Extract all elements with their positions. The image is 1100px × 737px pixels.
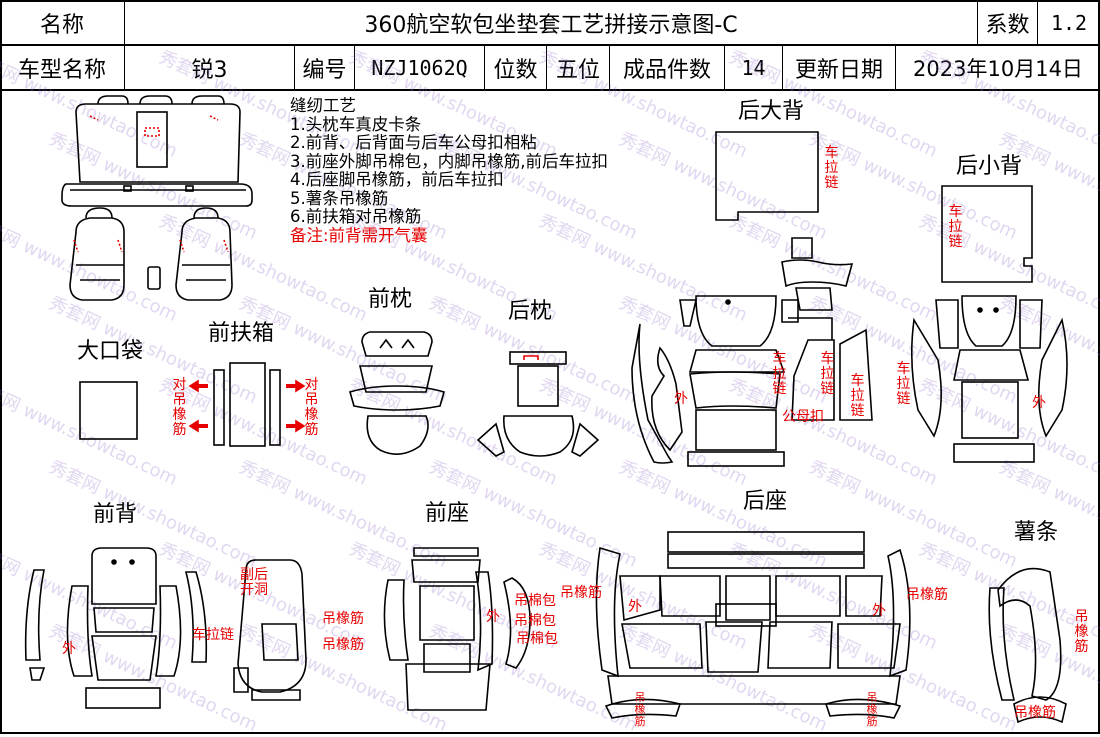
date-value: 2023年10月14日 [913,56,1083,81]
header-divider [0,44,1100,46]
annot-outer-rear-back-right: 外 [1032,395,1046,411]
big-pocket-piece [79,381,138,440]
sheet-title: 360航空软包坐垫套工艺拼接示意图-C [125,0,978,45]
front-armrest-pieces [188,362,306,447]
annot-rear-seat-elastic-right: 吊橡筋 [906,587,948,603]
annot-zipper-rear-back-3: 车拉链 [850,373,865,419]
annot-rear-seat-elastic-bottom-right: 吊橡筋 [866,691,878,728]
rear-back-right-assembly [910,295,1068,439]
seat-label: 位数 [485,45,547,90]
label-rear-small-back: 后小背 [956,154,1023,179]
model-label: 车型名称 [0,45,125,90]
front-back-pieces [24,547,208,709]
model-value: 锐3 [125,45,295,90]
label-front-back: 前背 [93,502,138,527]
pieces-label: 成品件数 [610,45,725,90]
front-headrest-pieces [349,331,445,455]
annot-zipper-rear-back-right: 车拉链 [896,361,911,407]
annot-zipper-rear-back-1: 车拉链 [772,351,787,397]
annot-front-seat-elastic-1: 吊橡筋 [322,611,364,627]
thumbnail-rear-bench [61,95,253,207]
code-value: NZJ1062Q [355,45,485,90]
coef-label: 系数 [978,0,1038,45]
rear-back-assembly [631,295,873,467]
label-front-headrest: 前枕 [368,287,413,312]
header-row-2: 车型名称 锐3 编号 NZJ1062Q 位数 五位 成品件数 14 更新日期 2… [0,45,1100,90]
annot-zipper-rear-big-back: 车拉链 [824,145,839,191]
pieces-value: 14 [725,45,783,90]
note-item-2: 2.前背、后背面与后车公母扣相粘 [290,133,537,152]
front-back-side-panel [233,559,307,701]
annot-rear-seat-elastic-left: 吊橡筋 [560,585,602,601]
code-label: 编号 [295,45,355,90]
front-seat-pieces [383,547,531,711]
notes-title: 缝纫工艺 [290,96,356,115]
rear-headrest-pieces [476,351,600,457]
thumbnail-front-seats [69,207,233,301]
label-front-seat: 前座 [425,501,470,526]
date-label: 更新日期 [783,45,896,90]
annot-airbag-hole: 副后开洞 [240,567,268,598]
label-rear-seat: 后座 [743,489,788,514]
annot-outer-rear-back-left: 外 [674,391,688,407]
annot-cotton-2: 吊棉包 [514,613,556,629]
rear-seat-pieces [595,531,911,719]
sewing-notes: 缝纫工艺 1.头枕车真皮卡条 2.前背、后背面与后车公母扣相粘 3.前座外脚吊棉… [290,96,608,245]
annot-cotton-1: 吊棉包 [514,593,556,609]
label-front-armrest: 前扶箱 [208,321,275,346]
coef-value: 1.2 [1050,10,1088,35]
annot-strip-elastic-bottom: 吊橡筋 [1014,705,1056,721]
annot-zipper-rear-back-2: 车拉链 [820,351,835,397]
rear-small-back-pieces [941,185,1035,463]
note-remark: 备注:前背需开气囊 [290,225,428,245]
header-bottom [0,89,1100,91]
seat-value: 五位 [547,45,610,90]
annot-zipper-rear-small-back: 车拉链 [948,204,963,250]
note-item-4: 4.后座脚吊橡筋，前后车拉扣 [290,170,504,189]
annot-outer-rear-seat-left: 外 [628,599,642,615]
annot-outer-rear-seat-right: 外 [872,603,886,619]
note-item-1: 1.头枕车真皮卡条 [290,114,422,134]
note-item-5: 5.薯条吊橡筋 [290,188,389,208]
annot-strip-elastic-vertical: 吊橡筋 [1074,609,1089,655]
label-big-pocket: 大口袋 [77,339,144,364]
label-strip: 薯条 [1014,520,1059,545]
annot-armrest-left: 对吊橡筋 [172,377,187,438]
name-label: 名称 [0,0,125,45]
annot-cotton-3: 吊棉包 [516,631,558,647]
label-rear-headrest: 后枕 [508,299,553,324]
note-item-3: 3.前座外脚吊棉包，内脚吊橡筋,前后车拉扣 [290,151,608,171]
header-row-1: 名称 360航空软包坐垫套工艺拼接示意图-C 系数 1.2 [0,0,1100,45]
annot-outer-front-back: 外 [62,641,76,657]
annot-snap: 公母扣 [782,409,824,425]
annot-armrest-right: 对吊橡筋 [304,377,319,438]
annot-front-seat-elastic-2: 吊橡筋 [322,637,364,653]
annot-zipper-front-back: 车拉链 [192,627,234,643]
annot-outer-front-seat: 外 [486,609,500,625]
label-rear-big-back: 后大背 [738,99,805,124]
note-item-6: 6.前扶箱对吊橡筋 [290,207,422,226]
annot-rear-seat-elastic-bottom-left: 吊橡筋 [634,691,646,728]
strip-pieces [988,567,1067,724]
